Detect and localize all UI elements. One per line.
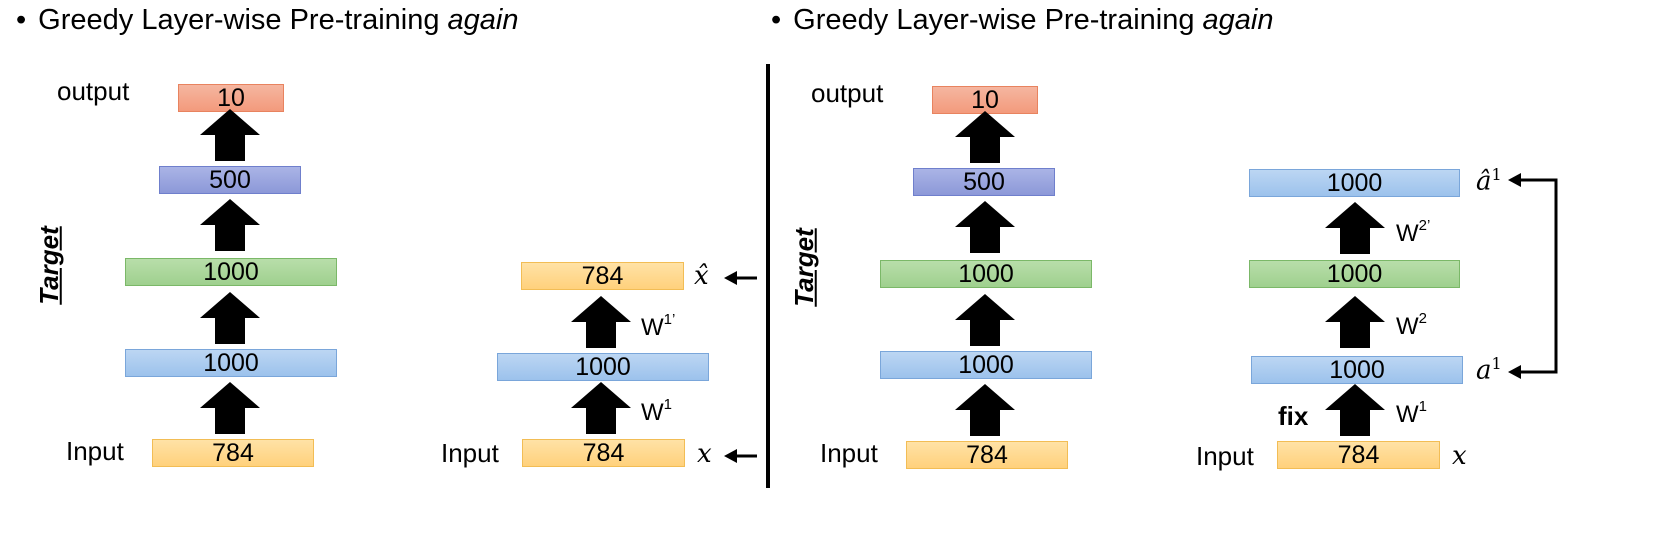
left-title-text: Greedy Layer-wise Pre-training <box>38 4 440 36</box>
right-ae-top-1000: 1000 <box>1249 169 1460 197</box>
right-ae-input-label: Input <box>1196 441 1254 471</box>
up-arrow-icon <box>955 384 1015 436</box>
up-arrow-icon <box>955 294 1015 346</box>
left-title-bullet: • <box>16 4 27 36</box>
up-arrow-icon <box>571 382 631 434</box>
right-ahat-label: â1 <box>1476 165 1502 197</box>
up-arrow-icon <box>1325 384 1385 436</box>
up-arrow-icon <box>571 296 631 348</box>
left-x-label: x <box>697 439 712 469</box>
left-arrow-icon <box>1508 173 1521 187</box>
left-arrow-icon <box>724 271 757 285</box>
right-title-bullet: • <box>771 4 782 36</box>
left-input-layer-784: 784 <box>152 439 314 467</box>
right-title: • Greedy Layer-wise Pre-training again <box>771 4 1273 37</box>
left-title-emph: again <box>447 4 519 36</box>
right-layer-500: 500 <box>913 168 1055 196</box>
left-input-label: Input <box>66 436 124 466</box>
bracket-connector <box>1520 178 1558 374</box>
up-arrow-icon <box>955 201 1015 253</box>
left-layer-500: 500 <box>159 166 301 194</box>
up-arrow-icon <box>1325 296 1385 348</box>
left-ae-input-label: Input <box>441 438 499 468</box>
left-title: • Greedy Layer-wise Pre-training again <box>16 4 518 37</box>
right-title-text: Greedy Layer-wise Pre-training <box>793 4 1195 36</box>
left-ae-hidden-1000: 1000 <box>497 353 709 381</box>
right-output-layer-10: 10 <box>932 86 1038 114</box>
up-arrow-icon <box>200 199 260 251</box>
right-w2-prime-label: W2’ <box>1396 217 1431 247</box>
right-w1-label: W1 <box>1396 398 1427 428</box>
left-arrow-icon <box>1508 365 1521 379</box>
up-arrow-icon <box>200 109 260 161</box>
left-output-label: output <box>57 76 130 106</box>
right-ae-input-784: 784 <box>1277 441 1440 469</box>
right-ae-hidden-1000: 1000 <box>1251 356 1463 384</box>
right-w2-label: W2 <box>1396 310 1427 340</box>
up-arrow-icon <box>955 111 1015 163</box>
left-arrow-icon <box>724 449 757 463</box>
right-x-label: x <box>1452 441 1467 471</box>
left-xhat-label: x̂ <box>694 261 709 291</box>
right-output-label: output <box>811 78 884 108</box>
left-layer-1000-blue: 1000 <box>125 349 337 377</box>
right-a-label: a1 <box>1476 354 1502 386</box>
fix-label: fix <box>1278 401 1309 431</box>
right-layer-1000-blue: 1000 <box>880 351 1092 379</box>
right-input-label: Input <box>820 438 878 468</box>
left-layer-1000-green: 1000 <box>125 258 337 286</box>
left-w1-label: W1 <box>641 396 672 426</box>
right-ae-mid-1000: 1000 <box>1249 260 1460 288</box>
left-output-layer-10: 10 <box>178 84 284 112</box>
left-ae-recon-784: 784 <box>521 262 684 290</box>
up-arrow-icon <box>200 382 260 434</box>
left-ae-input-784: 784 <box>522 439 685 467</box>
up-arrow-icon <box>1325 202 1385 254</box>
right-input-layer-784: 784 <box>906 441 1068 469</box>
right-title-emph: again <box>1202 4 1274 36</box>
left-w1-prime-label: W1’ <box>641 311 676 341</box>
right-layer-1000-green: 1000 <box>880 260 1092 288</box>
up-arrow-icon <box>200 292 260 344</box>
